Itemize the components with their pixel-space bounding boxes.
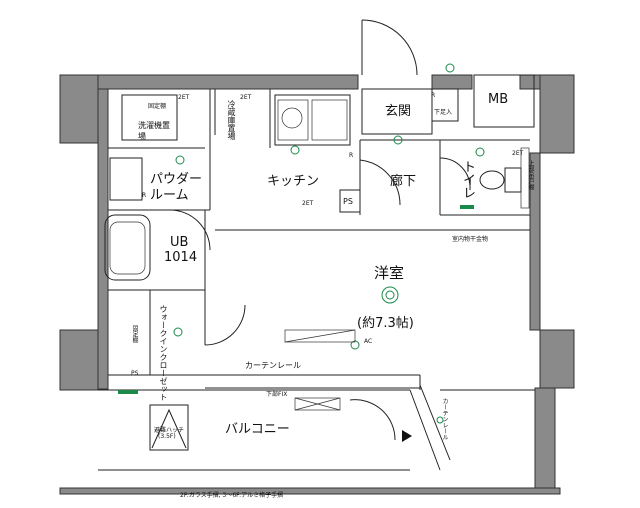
- youshitsu-label: 洋室: [374, 264, 405, 282]
- interior-doors: [169, 157, 471, 441]
- lower-fix-label: 下部FIX: [266, 391, 288, 398]
- fixtures: [118, 63, 485, 424]
- r-label-3: R: [431, 92, 436, 99]
- upper-cabinet-label: 上部吊戸棚: [527, 160, 534, 190]
- entrance-door: [361, 19, 459, 135]
- walkin-closet-label: ウォークインクローゼット: [159, 305, 168, 401]
- ub-size-label: 1014: [164, 250, 198, 265]
- drying-hardware-label: 室内物干金物: [452, 236, 489, 243]
- fixed-shelf-label-2: 固定棚: [148, 103, 167, 110]
- evacuation-hatch: [149, 404, 189, 451]
- washing-machine-label: 洗濯機置場: [138, 121, 170, 141]
- toilet-label: トイレ: [460, 160, 475, 199]
- genkan-label: 玄関: [385, 104, 412, 119]
- rouka-label: 廊下: [390, 174, 417, 189]
- hatch-label: 避難ハッチ: [154, 427, 185, 434]
- washing-machine: [121, 94, 178, 141]
- powder-room-label: パウダールーム: [150, 172, 203, 203]
- shoe-box-label: 下足入: [434, 109, 453, 116]
- hatch-size-label: (3.5F): [158, 433, 176, 440]
- kitchen-sink: [277, 99, 348, 141]
- railing-note: 2F:ガラス手摺, 3～6F:アルミ格子手摺: [180, 492, 284, 499]
- curtain-rail-top-label: カーテンレール: [245, 361, 301, 370]
- r-label-1: R: [349, 152, 354, 159]
- toilet-fixture: [479, 147, 530, 209]
- partitions: [108, 89, 530, 376]
- 2et-label-1: 2ET: [178, 94, 190, 101]
- window-line: [98, 374, 535, 471]
- washbasin: [109, 157, 143, 201]
- ac-label: AC: [364, 338, 373, 345]
- 2et-label-4: 2ET: [512, 150, 524, 157]
- fixed-shelf-label: 固定棚: [131, 325, 138, 343]
- balcony-label: バルコニー: [225, 422, 290, 437]
- r-label-2: R: [142, 192, 147, 199]
- ps-label-2: PS: [131, 370, 139, 377]
- fridge-label: 冷蔵庫置場: [227, 100, 236, 140]
- outer-walls: [59, 74, 575, 495]
- ub-label: UB: [170, 235, 189, 250]
- mb-label: MB: [488, 92, 509, 107]
- bathtub: [104, 214, 151, 281]
- vents: [284, 329, 356, 411]
- mb-box: [473, 74, 535, 128]
- kitchen-label: キッチン: [267, 174, 320, 189]
- 2et-label-2: 2ET: [240, 94, 252, 101]
- youshitsu-size-label: (約7.3帖): [357, 316, 414, 331]
- ps-label-1: PS: [343, 197, 353, 206]
- 2et-label-3: 2ET: [302, 200, 314, 207]
- arrow-icon: [402, 430, 412, 442]
- curtain-rail-side-label: カーテンレール: [441, 398, 448, 440]
